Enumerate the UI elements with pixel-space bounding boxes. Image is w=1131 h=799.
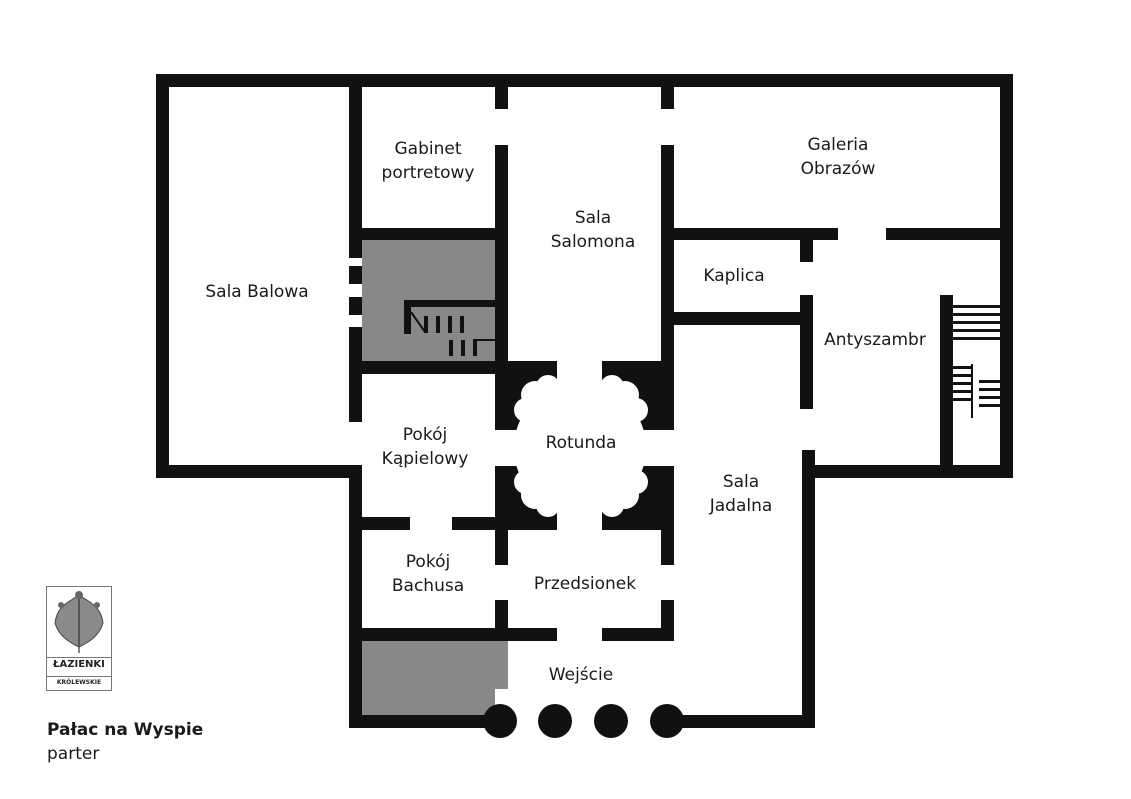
wall [802, 465, 1013, 478]
wall [349, 361, 508, 374]
wall [886, 228, 1013, 240]
wall [495, 87, 508, 109]
shaded-strip [495, 641, 508, 689]
wall [674, 312, 813, 325]
room-label-przedsionek: Przedsionek [533, 574, 637, 594]
leaf-crown-icon [54, 591, 104, 653]
plan-title: Pałac na Wyspie [47, 720, 204, 740]
stair-wall [404, 300, 411, 334]
wall [349, 266, 362, 284]
logo-line1: ŁAZIENKI [47, 657, 111, 670]
wall [156, 74, 169, 478]
column [483, 704, 517, 738]
room-label-pokoj-kapielowy: Pokój Kąpielowy [381, 425, 469, 469]
column [650, 704, 684, 738]
column [538, 704, 572, 738]
wall [661, 87, 674, 109]
stairs-right [953, 305, 1000, 418]
room-label-rotunda: Rotunda [545, 433, 617, 453]
wall [800, 240, 813, 262]
rotunda-space [508, 361, 661, 530]
wall [362, 517, 410, 530]
wall [1000, 74, 1013, 478]
room-label-kaplica: Kaplica [703, 266, 765, 286]
stair-rail [473, 339, 495, 341]
wall [661, 145, 674, 430]
wall [349, 327, 362, 422]
shaded-areas [362, 240, 508, 715]
wall [940, 295, 953, 470]
wall [452, 517, 508, 530]
stair-step [448, 316, 452, 333]
room-label-gabinet: Gabinet portretowy [381, 139, 475, 183]
stair-step [473, 340, 477, 356]
room-label-wejscie: Wejście [548, 665, 614, 685]
stair-diagonal [410, 311, 426, 333]
wall [349, 715, 495, 728]
room-label-pokoj-bachusa: Pokój Bachusa [391, 552, 465, 596]
column [594, 704, 628, 738]
stair-wall [404, 300, 495, 307]
stair-step [461, 340, 465, 356]
stair-step [449, 340, 453, 356]
room-label-sala-jadalna: Sala Jadalna [709, 472, 773, 516]
shaded-room [362, 641, 495, 715]
room-label-sala-salomona: Sala Salomona [550, 208, 636, 252]
wall [602, 628, 674, 641]
wall [156, 74, 1013, 87]
wall [156, 465, 362, 478]
logo-line2: KRÓLEWSKIE [47, 676, 111, 686]
wall [674, 228, 838, 240]
entrance-columns [483, 704, 684, 738]
wall [349, 87, 362, 258]
plan-subtitle: parter [47, 744, 100, 764]
room-label-antyszambr: Antyszambr [824, 330, 926, 350]
room-label-galeria: Galeria Obrazów [800, 135, 876, 179]
stair-step [460, 316, 464, 333]
wall [667, 715, 815, 728]
wall [362, 628, 557, 641]
wall [349, 297, 362, 315]
wall [495, 145, 508, 374]
wall [349, 228, 508, 240]
wall [802, 450, 815, 728]
lazienki-logo: ŁAZIENKI KRÓLEWSKIE [46, 586, 112, 691]
stair-step [436, 316, 440, 333]
stair-step [424, 316, 428, 333]
room-label-sala-balowa: Sala Balowa [205, 282, 309, 302]
wall [349, 478, 362, 728]
